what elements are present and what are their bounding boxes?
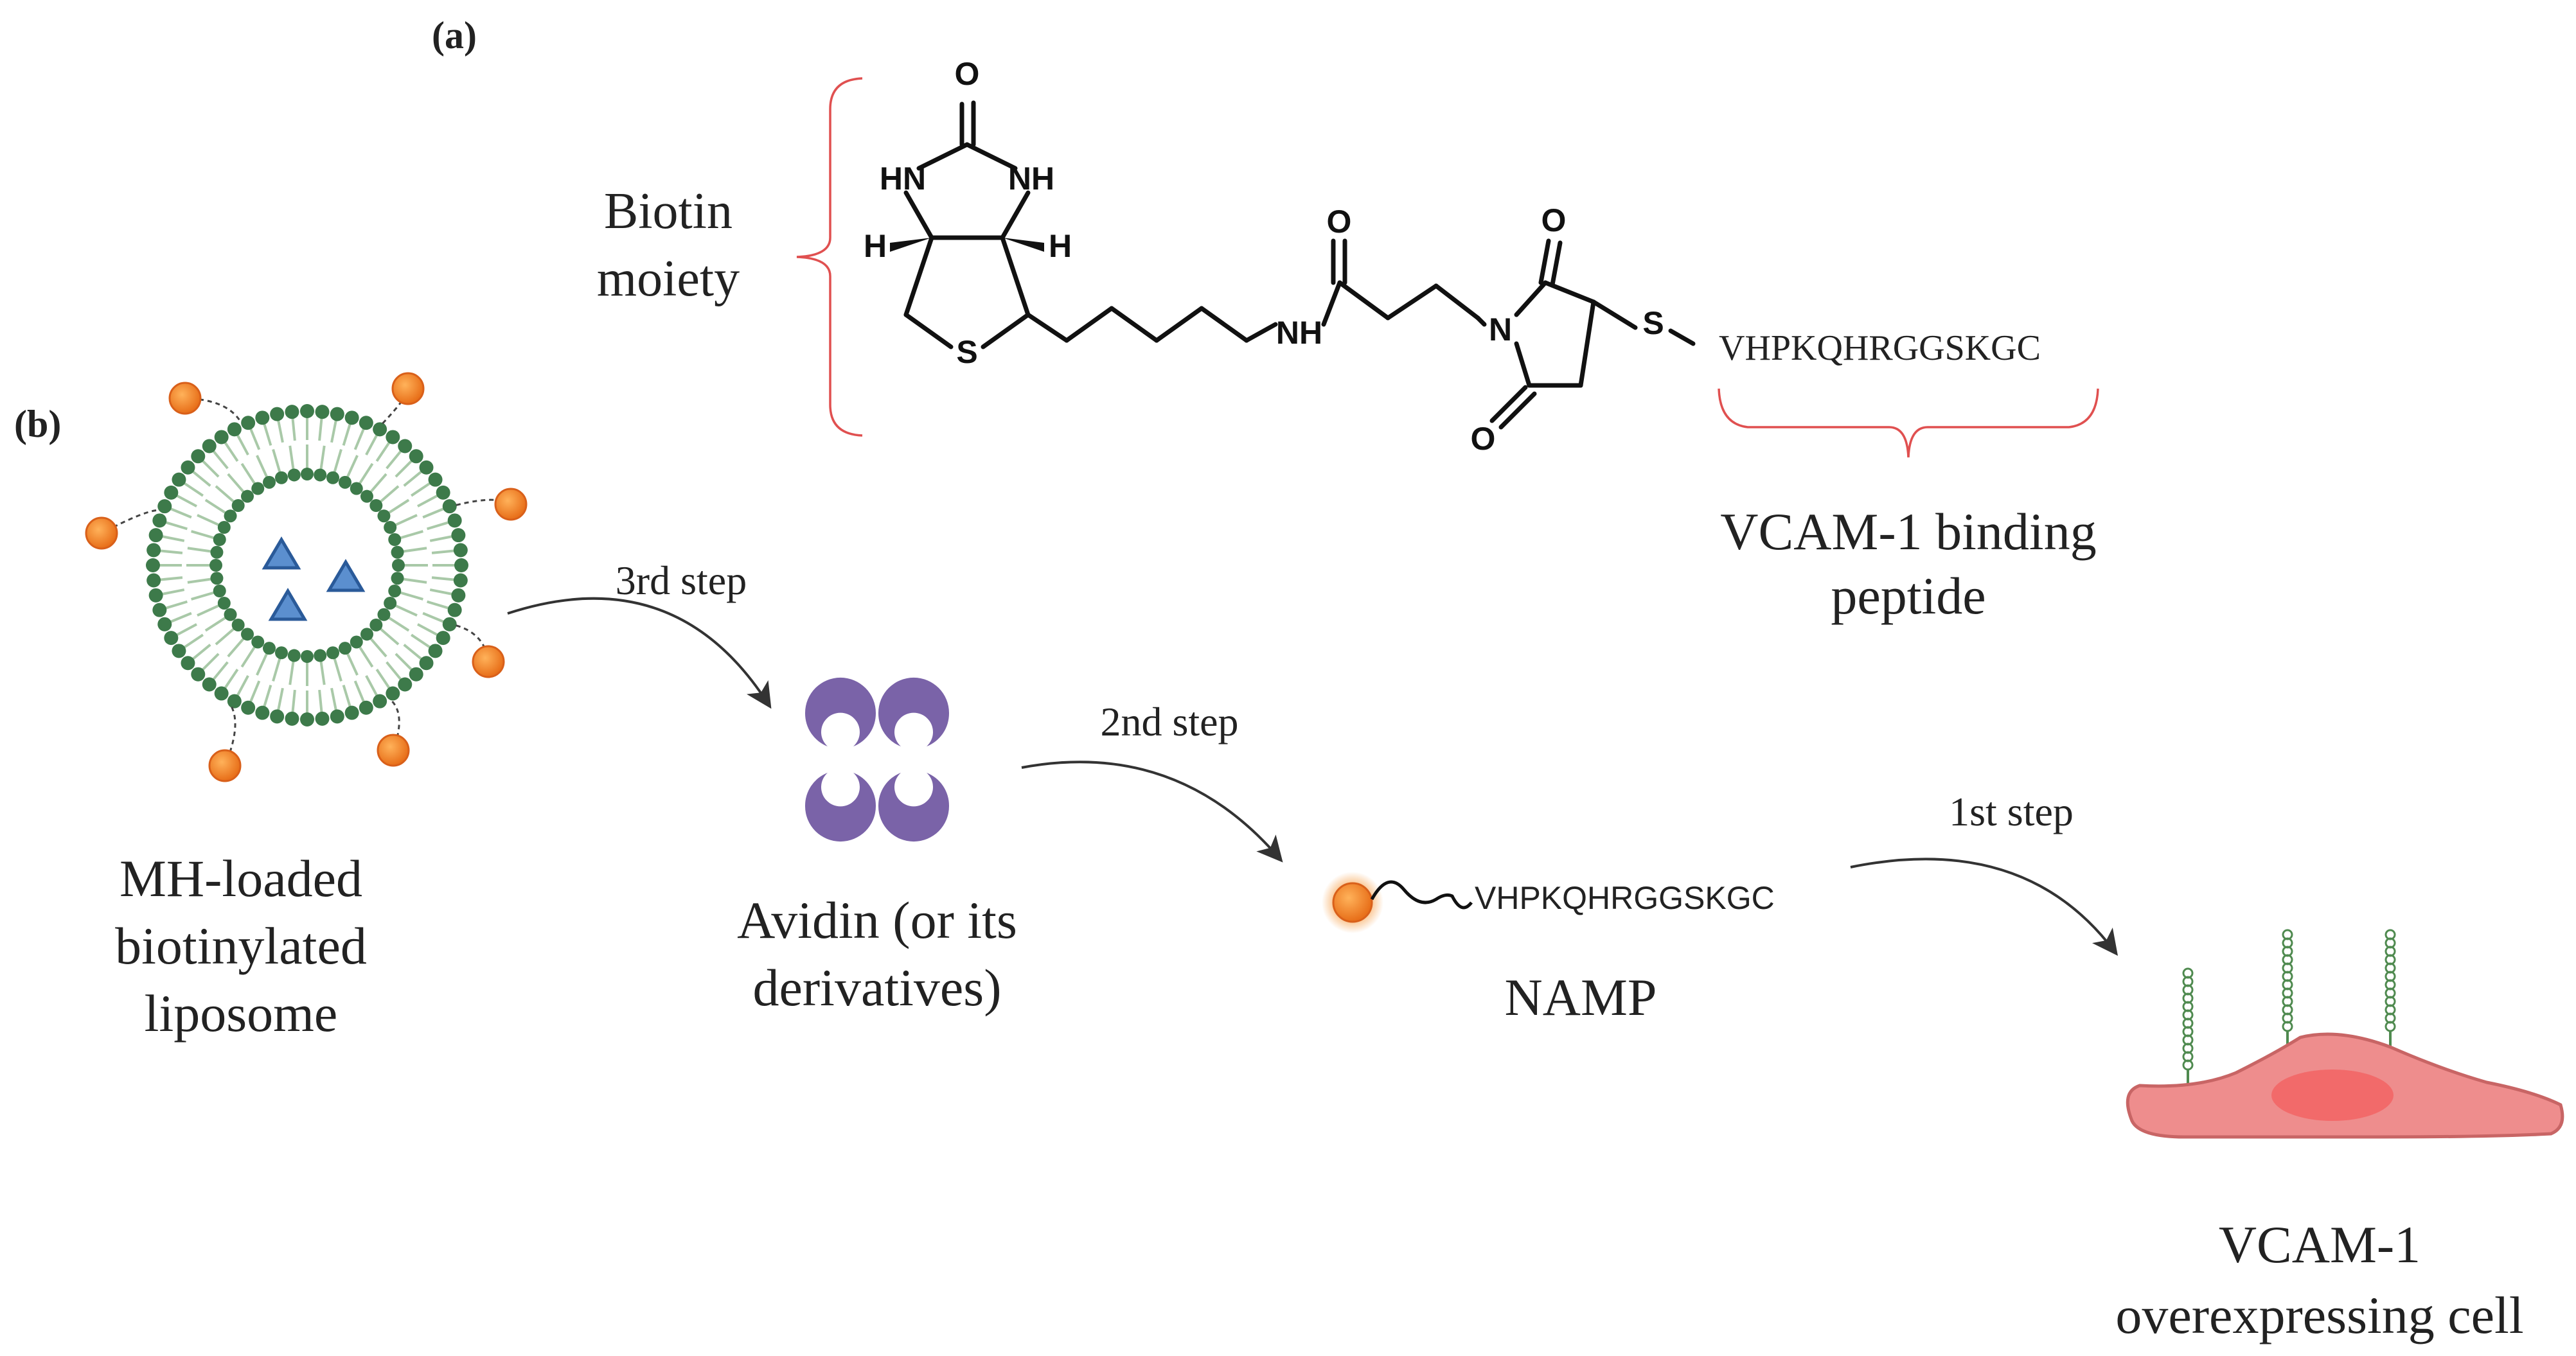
liposome-label-line1: MH-loaded — [120, 849, 362, 908]
cell-label-line1: VCAM-1 — [2219, 1215, 2421, 1274]
vcam-cell-icon — [2126, 929, 2564, 1139]
vcam-receptor-icon — [2182, 967, 2194, 1086]
vcam-peptide-bracket — [1718, 388, 2099, 458]
step2-label: 2nd step — [1100, 699, 1238, 744]
atom-s-ring: S — [956, 334, 977, 370]
atom-o-amide: O — [1327, 204, 1352, 240]
biotin-tethers — [85, 372, 528, 782]
step1-label: 1st step — [1949, 789, 2074, 834]
biotin-label-line1: Biotin — [604, 183, 733, 240]
vcam-receptor-icon — [2385, 929, 2396, 1060]
atom-o-imide-top: O — [1541, 202, 1567, 238]
atom-o-top: O — [955, 56, 980, 92]
avidin-label-line1: Avidin (or its — [737, 891, 1017, 949]
namp-icon — [1322, 872, 1473, 933]
atom-nh-amide: NH — [1276, 315, 1322, 351]
cell-nucleus — [2271, 1070, 2394, 1121]
step3-label: 3rd step — [616, 558, 747, 603]
liposome-icon — [85, 372, 528, 782]
panel-b-label: (b) — [14, 403, 61, 445]
atom-s-thioether: S — [1642, 305, 1664, 341]
biotin-bracket — [796, 77, 863, 437]
atom-h-right: H — [1049, 228, 1072, 264]
step1-arrow — [1850, 858, 2119, 956]
namp-label: NAMP — [1505, 968, 1657, 1026]
liposome-label-line2: biotinylated — [115, 917, 367, 975]
avidin-label-line2: derivatives) — [752, 958, 1001, 1017]
vcam-receptor-icon — [2282, 929, 2293, 1053]
drug-triangle-icon — [262, 536, 301, 570]
atom-n-imide: N — [1489, 312, 1512, 348]
drug-triangle-icon — [268, 588, 308, 621]
biotin-label-line2: moiety — [597, 251, 740, 307]
vcam-label-line1: VCAM-1 binding — [1720, 502, 2096, 561]
cell-label-line2: overexpressing cell — [2115, 1286, 2523, 1344]
step2-arrow — [1021, 761, 1283, 863]
drug-triangle-icon — [326, 559, 366, 592]
vcam-label-line2: peptide — [1831, 567, 1985, 625]
step3-arrow — [507, 597, 772, 709]
panel-a-label: (a) — [432, 14, 477, 57]
atom-hn-left: HN — [880, 161, 926, 197]
biotin-structure: O HN NH H H S NH O N O O S — [864, 56, 1696, 457]
atom-h-left: H — [864, 228, 887, 264]
atom-o-imide-bottom: O — [1471, 421, 1496, 457]
atom-nh-right: NH — [1008, 161, 1054, 197]
lipid-bilayer — [146, 404, 468, 726]
peptide-sequence-a: VHPKQHRGGSKGC — [1719, 328, 2041, 368]
avidin-icon — [804, 677, 950, 842]
liposome-label-line3: liposome — [145, 984, 338, 1043]
namp-sequence: VHPKQHRGGSKGC — [1475, 880, 1775, 916]
